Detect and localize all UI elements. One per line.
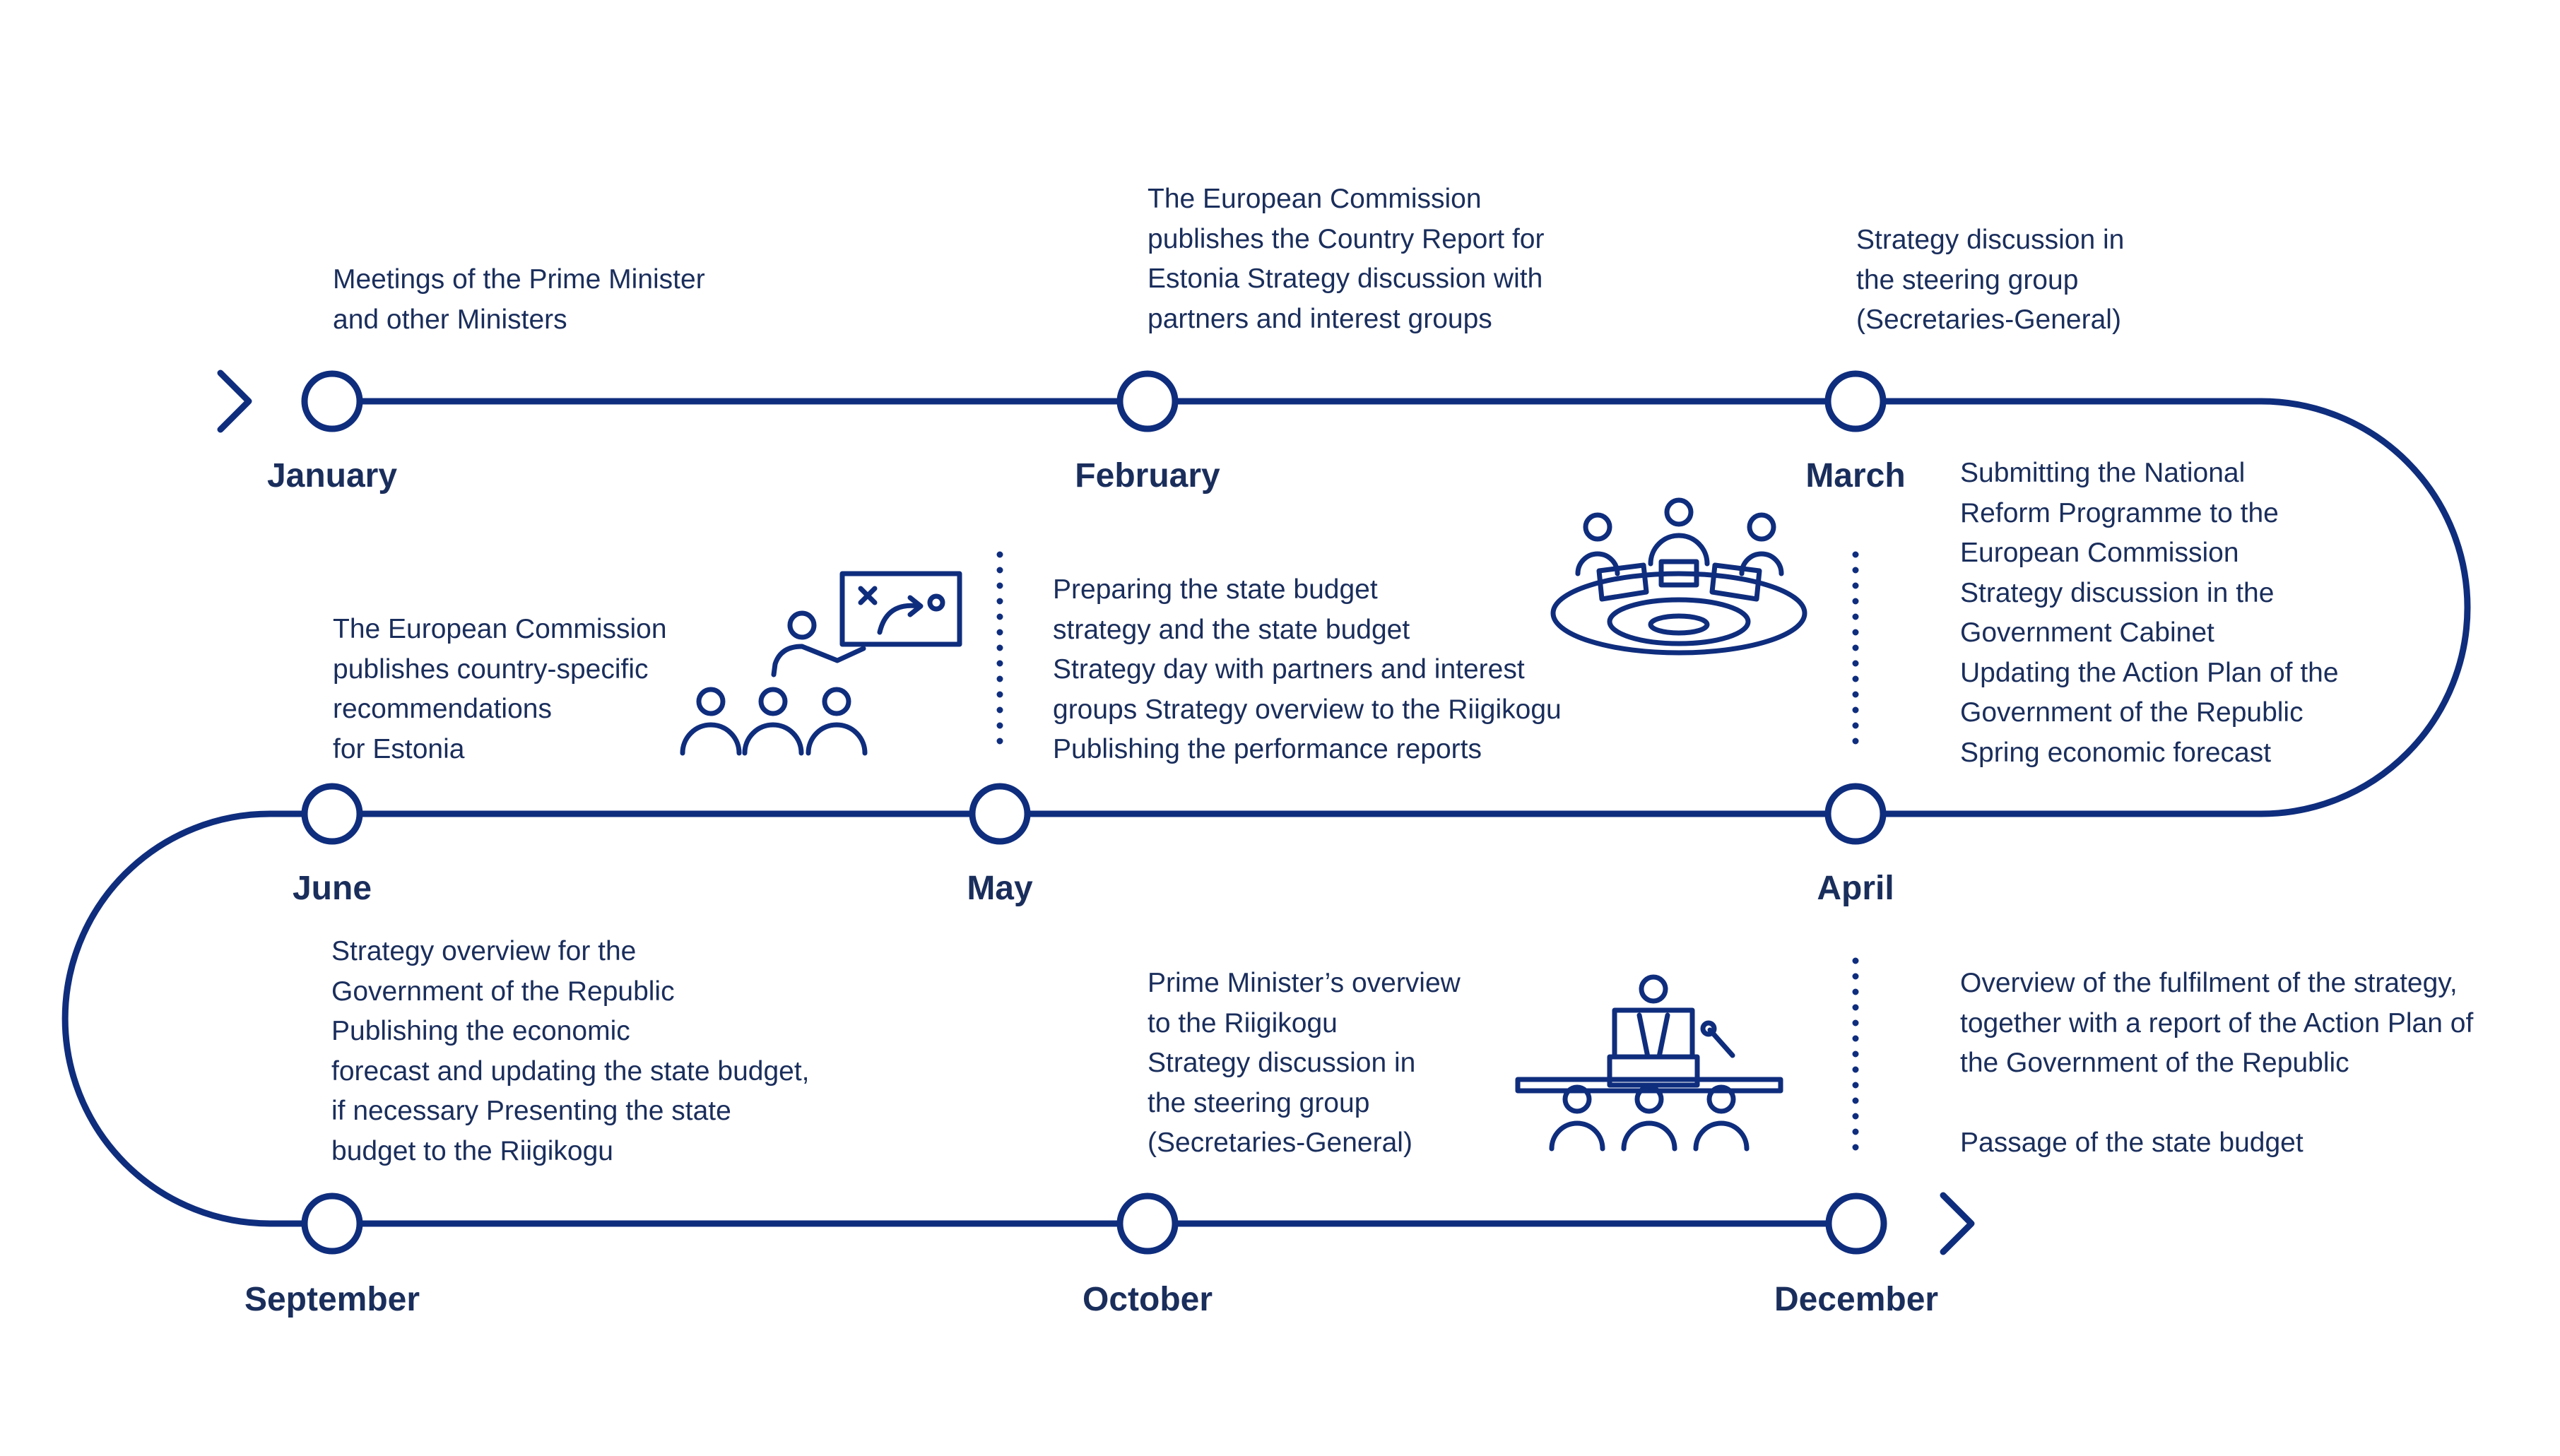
milestone-september	[301, 1192, 363, 1255]
description-line: Prime Minister’s overview	[1148, 968, 1461, 998]
milestone-february	[1116, 370, 1179, 432]
description-line: groups Strategy overview to the Riigikog…	[1053, 694, 1562, 725]
description-line: Publishing the performance reports	[1053, 734, 1482, 764]
chevron-right-icon	[1940, 1192, 1975, 1255]
description-line: publishes the Country Report for	[1148, 223, 1545, 254]
description-line: European Commission	[1960, 538, 2239, 568]
milestone-april	[1824, 783, 1887, 845]
month-label-october: October	[1082, 1281, 1213, 1318]
description-line: Strategy discussion in the	[1960, 577, 2275, 608]
description-line: Publishing the economic	[331, 1016, 630, 1046]
description-june: The European Commission publishes countr…	[333, 610, 667, 769]
description-line: Meetings of the Prime Minister	[333, 264, 705, 295]
presentation-board-icon	[680, 571, 962, 756]
parliament-podium-icon	[1515, 974, 1783, 1152]
chevron-right-icon	[217, 369, 252, 433]
round-table-meeting-icon	[1550, 497, 1807, 656]
month-label-april: April	[1817, 870, 1894, 907]
description-line: Preparing the state budget	[1053, 574, 1378, 605]
description-line: Strategy overview for the	[331, 936, 637, 966]
month-label-february: February	[1075, 457, 1220, 495]
description-line: Submitting the National	[1960, 458, 2246, 488]
month-label-december: December	[1774, 1281, 1939, 1318]
timeline-path	[61, 398, 2471, 1227]
description-line: Reform Programme to the	[1960, 497, 2279, 528]
description-line: the steering group	[1856, 264, 2079, 295]
description-line: if necessary Presenting the state	[331, 1096, 731, 1126]
description-line: The European Commission	[333, 614, 667, 644]
description-line	[1960, 1084, 2473, 1124]
month-label-june: June	[292, 870, 372, 907]
month-label-march: March	[1805, 457, 1906, 495]
month-label-september: September	[244, 1281, 420, 1318]
month-label-january: January	[266, 457, 398, 495]
description-line: and other Ministers	[333, 304, 567, 335]
description-line: Estonia Strategy discussion with	[1148, 264, 1543, 294]
description-line: Spring economic forecast	[1960, 737, 2272, 768]
description-line: together with a report of the Action Pla…	[1960, 1007, 2474, 1038]
description-february: The European Commission publishes the Co…	[1148, 179, 1544, 339]
description-line: Passage of the state budget	[1960, 1127, 2304, 1158]
description-january: Meetings of the Prime Minister and other…	[333, 260, 705, 340]
description-line: to the Riigikogu	[1148, 1007, 1338, 1038]
description-line: Government of the Republic	[1960, 697, 2304, 728]
description-line: the Government of the Republic	[1960, 1048, 2349, 1078]
description-december: Overview of the fulfilment of the strate…	[1960, 964, 2473, 1164]
month-label-may: May	[967, 870, 1033, 907]
milestone-october	[1116, 1192, 1179, 1255]
description-line: publishes country-specific	[333, 653, 649, 685]
milestone-may	[969, 783, 1031, 845]
milestone-june	[301, 783, 363, 845]
description-line: forecast and updating the state budget,	[331, 1055, 810, 1087]
description-line: Strategy discussion in	[1856, 225, 2125, 255]
description-line: Strategy discussion in	[1148, 1048, 1416, 1078]
description-line: the steering group	[1148, 1087, 1370, 1118]
description-line: Overview of the fulfilment of the strate…	[1960, 968, 2458, 998]
description-line: Government Cabinet	[1960, 617, 2214, 648]
description-line: The European Commission	[1148, 184, 1482, 214]
description-may: Preparing the state budget strategy and …	[1053, 570, 1562, 770]
description-line: for Estonia	[333, 733, 465, 764]
description-april: Submitting the National Reform Programme…	[1960, 454, 2339, 773]
description-line: budget to the Riigikogu	[331, 1135, 613, 1166]
description-line: partners and interest groups	[1148, 303, 1492, 334]
description-line: Government of the Republic	[331, 976, 675, 1007]
description-line: (Secretaries-General)	[1148, 1127, 1412, 1158]
description-september: Strategy overview for the Government of …	[331, 932, 810, 1171]
description-line: Strategy day with partners and interest	[1053, 654, 1525, 685]
milestone-january	[301, 370, 363, 432]
description-march: Strategy discussion in the steering grou…	[1856, 220, 2124, 341]
description-line: recommendations	[333, 694, 552, 724]
description-line: Updating the Action Plan of the	[1960, 657, 2339, 688]
milestone-march	[1824, 370, 1887, 432]
milestone-december	[1825, 1192, 1887, 1255]
description-october: Prime Minister’s overview to the Riigiko…	[1148, 964, 1461, 1164]
description-line: strategy and the state budget	[1053, 614, 1410, 645]
description-line: (Secretaries-General)	[1856, 304, 2121, 335]
